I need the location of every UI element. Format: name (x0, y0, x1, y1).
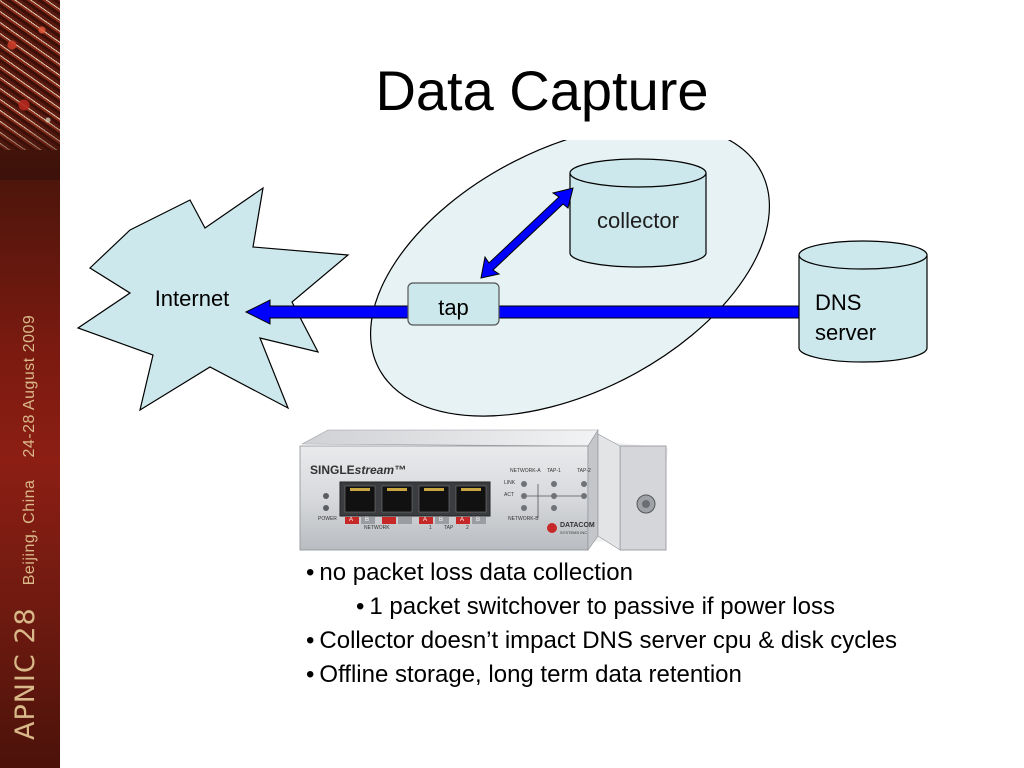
device-port-letter: B (476, 517, 481, 523)
device-maker-logo: DATACOM (560, 522, 595, 529)
collector-label: collector (597, 208, 679, 233)
device-act-label: ACT (504, 492, 514, 498)
bullet-item: •Offline storage, long term data retenti… (306, 658, 1024, 692)
network-tap-device-photo: SINGLEstream™ NETWORK-A TAP-1 TAP-2 LINK… (298, 428, 670, 553)
bullet-text: no packet loss data collection (319, 559, 633, 586)
device-led-header-tap2: TAP-2 (577, 468, 591, 474)
bullet-text: Collector doesn’t impact DNS server cpu … (319, 627, 897, 654)
bullet-item-sub: •1 packet switchover to passive if power… (306, 590, 1024, 624)
dns-server-cylinder (798, 240, 928, 363)
bullet-glyph: • (306, 559, 315, 586)
device-link-label: LINK (504, 480, 516, 486)
bullet-text: Offline storage, long term data retentio… (319, 661, 742, 688)
device-tap-num: 2 (466, 525, 469, 531)
internet-burst (76, 186, 350, 412)
banner-event: APNIC 28 (10, 607, 41, 740)
device-maker-sub: SYSTEMS INC (560, 530, 588, 535)
bullet-glyph: • (306, 627, 315, 654)
conference-banner: APNIC 28 Beijing, China 24-28 August 2009 (0, 0, 60, 768)
slide-title: Data Capture (375, 59, 709, 122)
device-power-label: POWER (318, 516, 337, 522)
device-tap-num: 1 (429, 525, 432, 531)
tap-label: tap (438, 295, 469, 320)
bullet-list: •no packet loss data collection •1 packe… (306, 556, 1024, 692)
banner-place: Beijing, China (21, 479, 38, 586)
device-port-letter: B (439, 517, 444, 523)
tap-collector-double-arrow (480, 187, 574, 279)
device-led-header-a: NETWORK-A (510, 468, 541, 474)
internet-label: Internet (154, 286, 230, 311)
device-brand: SINGLEstream™ (310, 463, 407, 477)
device-port-letter: B (365, 517, 370, 523)
bullet-item: •no packet loss data collection (306, 556, 1024, 590)
device-port-letter: A (349, 517, 354, 523)
device-network-label: NETWORK (364, 525, 390, 531)
device-tap-label: TAP (444, 525, 454, 531)
banner-dates: 24-28 August 2009 (21, 314, 38, 458)
bullet-glyph: • (356, 593, 365, 620)
device-port-letter: A (460, 517, 465, 523)
device-drawing (299, 428, 668, 551)
dns-label-line1: DNS (815, 290, 862, 315)
device-network-b-label: NETWORK-B (508, 516, 539, 522)
diagram-canvas (76, 140, 928, 417)
collector-cylinder (569, 158, 707, 268)
device-led-header-tap1: TAP-1 (547, 468, 561, 474)
network-diagram: Internet tap collector DNS server (60, 140, 1024, 430)
bullet-text: 1 packet switchover to passive if power … (369, 593, 835, 620)
bullet-item: •Collector doesn’t impact DNS server cpu… (306, 624, 1024, 658)
tap-box (407, 282, 500, 326)
device-port-letter: A (423, 517, 428, 523)
dns-label-line2: server (815, 320, 877, 345)
bullet-glyph: • (306, 661, 315, 688)
dns-server-label: DNS server (815, 288, 915, 348)
banner-caption: APNIC 28 Beijing, China 24-28 August 2009 (10, 315, 41, 740)
